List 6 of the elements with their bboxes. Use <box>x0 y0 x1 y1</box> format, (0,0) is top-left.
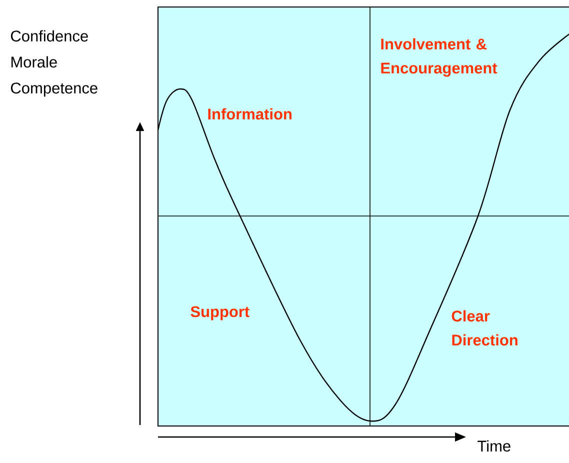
quadrant-label: Support <box>190 306 250 320</box>
quadrant-label: Involvement & Encouragement <box>381 38 498 77</box>
quadrant-label: Information <box>208 108 292 120</box>
axis-label: Time <box>478 440 510 452</box>
axis-label: Confidence Morale Competence <box>10 30 98 97</box>
quadrant-label: Clear Direction <box>452 310 518 346</box>
